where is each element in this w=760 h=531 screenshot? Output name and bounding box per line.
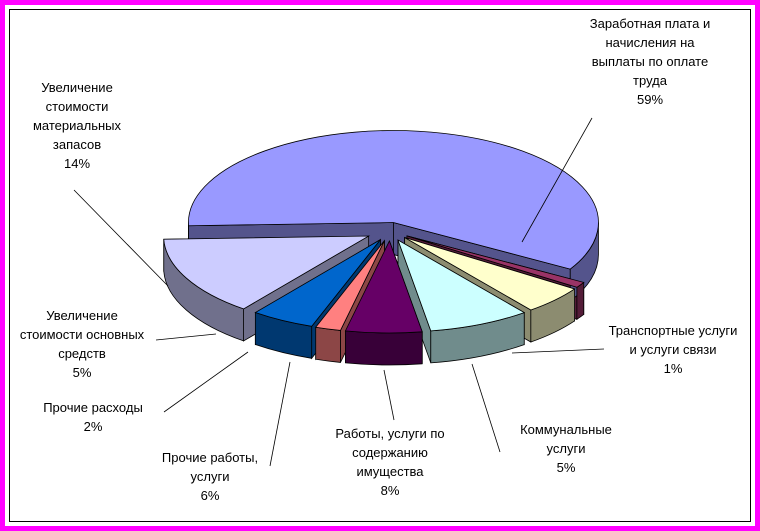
leader-line-salary [521,117,593,243]
label-maintenance-text: Работы, услуги по содержанию имущества [335,426,445,479]
label-transport: Транспортные услуги и услуги связи 1% [598,321,748,378]
label-other-services-pct: 6% [200,488,220,503]
label-other-services: Прочие работы, услуги 6% [140,448,280,505]
chart-area [9,9,751,522]
label-salary: Заработная плата и начисления на выплаты… [566,14,734,109]
label-other-expenses-text: Прочие расходы [43,400,143,415]
label-maintenance-pct: 8% [380,483,400,498]
label-other-services-text: Прочие работы, услуги [161,450,259,484]
leader-line-transport [511,348,605,354]
label-materials: Увеличение стоимости материальных запасо… [14,78,140,173]
leader-line-maintenance [383,369,395,421]
slice-materials [163,235,371,310]
slice-rim-other-services [345,330,423,366]
leader-line-materials [73,189,169,287]
label-fixed-assets-pct: 5% [72,365,92,380]
leader-line-fixed-assets [155,333,217,341]
label-utilities-pct: 5% [556,460,576,475]
label-fixed-assets: Увеличение стоимости основных средств 5% [12,306,152,382]
label-other-expenses-pct: 2% [83,419,103,434]
label-transport-text: Транспортные услуги и услуги связи [608,323,738,357]
slice-other-expenses [314,240,385,331]
slice-other-services [344,239,423,334]
slice-utilities [404,237,576,311]
label-utilities: Коммунальные услуги 5% [506,420,626,477]
label-salary-text: Заработная плата и начисления на выплаты… [589,16,711,88]
slice-transport [406,235,585,288]
slice-fixed-assets [254,239,381,327]
slice-rim-transport [576,281,585,321]
leader-line-utilities [471,363,501,453]
label-salary-pct: 59% [636,92,664,107]
label-fixed-assets-text: Увеличение стоимости основных средств [19,308,145,361]
label-transport-pct: 1% [663,361,683,376]
leader-line-other-services [269,361,291,467]
label-utilities-text: Коммунальные услуги [520,422,612,456]
slice-maintenance [397,239,526,332]
label-other-expenses: Прочие расходы 2% [30,398,156,436]
label-maintenance: Работы, услуги по содержанию имущества 8% [322,424,458,500]
leader-line-other-expenses [163,351,249,413]
slice-salary [188,130,599,270]
label-materials-text: Увеличение стоимости материальных запасо… [32,80,122,152]
slice-rim-other-expenses [315,326,341,363]
label-materials-pct: 14% [63,156,91,171]
